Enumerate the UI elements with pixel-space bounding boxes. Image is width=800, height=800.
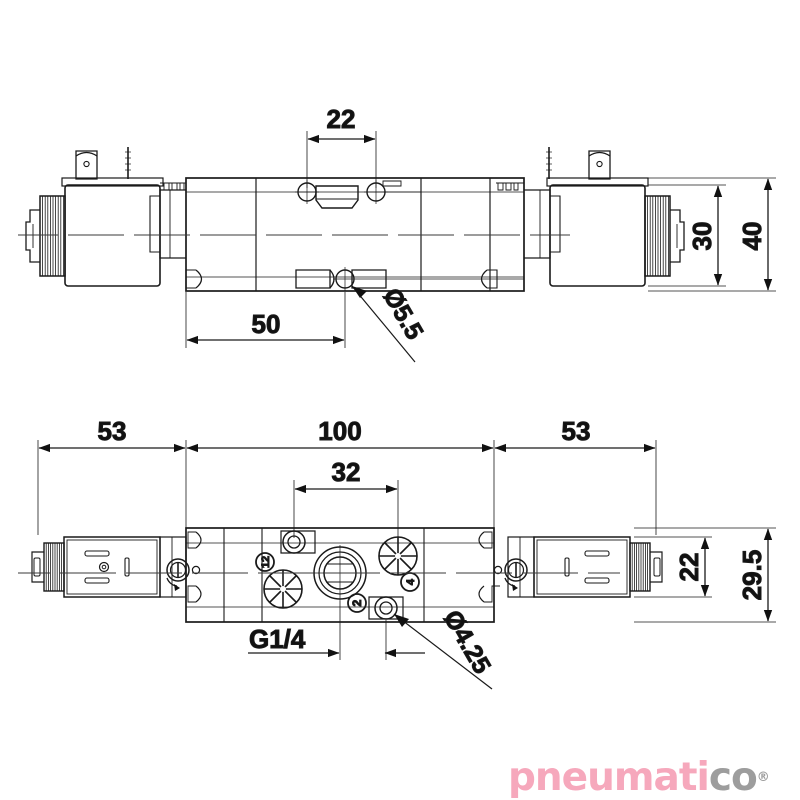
top-port-boss-side bbox=[295, 180, 421, 209]
dim-40-label: 40 bbox=[737, 222, 767, 251]
port-tag-2-label: 2 bbox=[350, 599, 364, 606]
left-manual-override bbox=[166, 558, 201, 591]
right-knurled-nut-plan bbox=[629, 542, 651, 592]
callout-g14: G1/4 bbox=[248, 601, 425, 660]
valve-body-side-outline bbox=[185, 177, 525, 292]
brand-primary-text: pneumati bbox=[508, 754, 710, 800]
port-tag-12: 12 bbox=[255, 552, 275, 572]
dim-53-right-plan: 53 bbox=[494, 416, 657, 535]
callout-dia-5-5: Ø5.5 bbox=[351, 283, 429, 363]
valve-body-plan-outline bbox=[185, 527, 500, 623]
dim-29-5-plan: 29.5 bbox=[634, 527, 776, 623]
right-solenoid-coil-plan bbox=[493, 536, 663, 598]
left-knurled-nut-side bbox=[39, 195, 66, 277]
exhaust-port-lower-left-plan bbox=[263, 569, 303, 609]
left-solenoid-coil-plan bbox=[31, 536, 201, 598]
dim-40-side: 40 bbox=[648, 177, 776, 292]
port-tag-12-label: 12 bbox=[260, 556, 272, 568]
callout-dia-4-25-label: Ø4.25 bbox=[438, 606, 496, 679]
right-interface-block-side bbox=[496, 182, 561, 259]
port-tag-14-label: 4 bbox=[405, 578, 417, 585]
dim-29-5-plan-label: 29.5 bbox=[737, 550, 767, 601]
left-solenoid-coil-side bbox=[25, 147, 164, 287]
dim-30-side: 30 bbox=[648, 184, 726, 287]
registered-trademark-icon: ® bbox=[756, 769, 770, 785]
dim-22-plan: 22 bbox=[634, 536, 712, 598]
dim-50-label: 50 bbox=[252, 309, 281, 339]
dim-100-plan: 100 bbox=[186, 416, 495, 528]
dim-53-left-plan: 53 bbox=[37, 416, 187, 535]
dim-32-label: 32 bbox=[332, 457, 361, 487]
dim-100-label: 100 bbox=[318, 416, 361, 446]
left-knurled-nut-plan bbox=[43, 542, 65, 592]
dim-30-label: 30 bbox=[687, 222, 717, 251]
dim-32-plan: 32 bbox=[293, 457, 399, 552]
dim-22-plan-label: 22 bbox=[674, 553, 704, 582]
dim-53-left-label: 53 bbox=[98, 416, 127, 446]
left-interface-block-side bbox=[149, 182, 186, 259]
right-manual-override bbox=[493, 558, 528, 591]
side-elevation-view: 22 50 Ø5.5 30 40 bbox=[18, 104, 776, 363]
dim-22-side: 22 bbox=[306, 104, 377, 188]
dim-50-side: 50 bbox=[185, 292, 346, 348]
dim-53-right-label: 53 bbox=[562, 416, 591, 446]
port-tag-14: 4 bbox=[400, 572, 420, 592]
plan-bottom-view: 12 4 2 53 100 53 bbox=[18, 416, 776, 690]
port-tag-2: 2 bbox=[347, 593, 367, 613]
dim-22-label: 22 bbox=[327, 104, 356, 134]
brand-secondary-text: co bbox=[708, 754, 758, 800]
callout-dia-5-5-label: Ø5.5 bbox=[377, 284, 428, 345]
right-knurled-nut-side bbox=[644, 195, 671, 277]
callout-g14-label: G1/4 bbox=[249, 624, 306, 654]
bottom-port-features-side bbox=[185, 267, 524, 291]
working-port-top-plan bbox=[280, 530, 316, 554]
right-solenoid-coil-side bbox=[546, 147, 685, 287]
callout-dia-4-25: Ø4.25 bbox=[393, 605, 497, 690]
